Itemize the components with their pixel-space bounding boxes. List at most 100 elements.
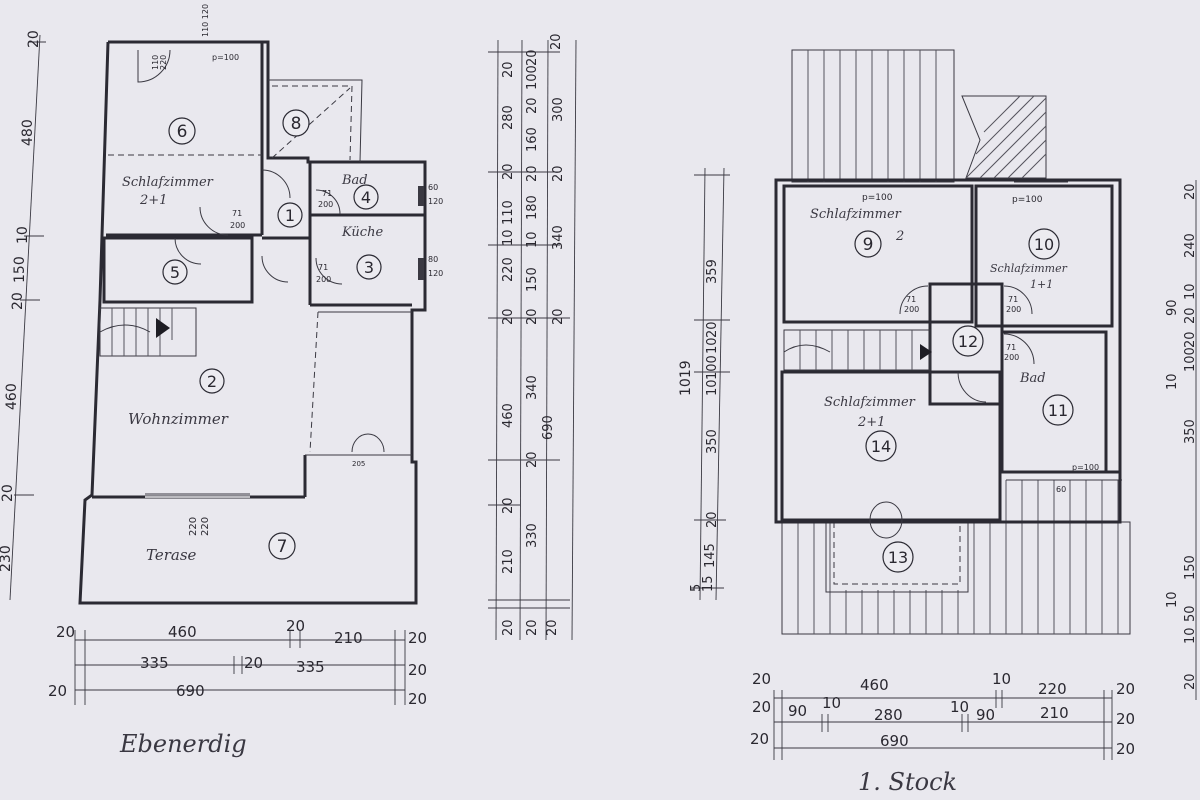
svg-text:10: 10 [705, 337, 720, 354]
svg-text:90: 90 [976, 706, 995, 724]
svg-text:20: 20 [525, 308, 540, 325]
svg-text:6: 6 [177, 122, 188, 142]
svg-text:20: 20 [408, 690, 427, 708]
svg-text:9: 9 [863, 235, 874, 255]
label-bad: Bad [341, 173, 368, 188]
svg-text:300: 300 [551, 97, 566, 122]
svg-text:200: 200 [230, 221, 245, 230]
svg-text:20: 20 [501, 497, 516, 514]
svg-text:20: 20 [408, 661, 427, 679]
label-wohnzimmer: Wohnzimmer [128, 410, 229, 428]
caption-ebenerdig: Ebenerdig [119, 730, 247, 758]
svg-text:20: 20 [1183, 331, 1198, 348]
svg-text:20: 20 [549, 33, 564, 50]
svg-text:220: 220 [188, 517, 199, 536]
svg-text:210: 210 [501, 549, 516, 574]
room-14-walls [780, 370, 1002, 522]
svg-text:14: 14 [871, 437, 891, 456]
svg-text:110 120: 110 120 [201, 4, 210, 37]
svg-text:8: 8 [291, 114, 302, 134]
svg-text:20: 20 [705, 511, 720, 528]
svg-text:460: 460 [4, 383, 20, 410]
svg-text:200: 200 [1004, 353, 1019, 362]
stair-arrow-icon [920, 344, 932, 360]
svg-text:12: 12 [958, 332, 978, 351]
ground-outer-wall [78, 40, 427, 605]
svg-text:2: 2 [207, 372, 217, 391]
svg-text:200: 200 [904, 305, 919, 314]
upper-floor-plan: Schlafzimmer 2 Schlafzimmer 1+1 Bad Schl… [774, 49, 1131, 635]
label-schlafzimmer-10-beds: 1+1 [1030, 278, 1053, 291]
svg-text:150: 150 [12, 256, 28, 283]
svg-text:20: 20 [501, 163, 516, 180]
svg-text:145: 145 [703, 543, 718, 568]
svg-text:p=100: p=100 [1012, 195, 1043, 205]
room-number-4: 4 [353, 184, 379, 210]
svg-text:p=100: p=100 [862, 193, 893, 203]
svg-text:20: 20 [26, 30, 42, 48]
svg-text:20: 20 [525, 49, 540, 66]
svg-text:10: 10 [1183, 283, 1198, 300]
svg-text:10: 10 [525, 231, 540, 248]
center-dimensions: 20 280 20 110 10 220 20 460 20 210 20 20… [488, 33, 577, 641]
svg-text:20: 20 [10, 292, 26, 310]
svg-text:200: 200 [1006, 305, 1021, 314]
svg-text:7: 7 [277, 537, 288, 557]
svg-text:5: 5 [689, 584, 704, 592]
room-9-walls [782, 184, 974, 324]
svg-text:359: 359 [705, 259, 720, 284]
svg-text:690: 690 [541, 415, 556, 440]
svg-text:10: 10 [15, 226, 31, 244]
svg-text:150: 150 [1183, 555, 1198, 580]
svg-text:100: 100 [1183, 347, 1198, 372]
svg-text:20: 20 [0, 484, 16, 502]
label-schlafzimmer-10: Schlafzimmer [990, 262, 1068, 275]
svg-text:335: 335 [140, 654, 169, 672]
svg-text:280: 280 [501, 105, 516, 130]
svg-text:280: 280 [874, 706, 903, 724]
svg-text:335: 335 [296, 658, 325, 676]
svg-text:460: 460 [860, 676, 889, 694]
svg-text:10: 10 [1034, 235, 1054, 254]
room-number-11: 11 [1042, 394, 1074, 426]
svg-text:150: 150 [525, 267, 540, 292]
svg-text:20: 20 [525, 165, 540, 182]
svg-text:20: 20 [501, 619, 516, 636]
svg-text:120: 120 [428, 269, 443, 278]
svg-text:210: 210 [334, 629, 363, 647]
svg-text:20: 20 [525, 451, 540, 468]
stair-arrow-icon [156, 318, 170, 338]
svg-text:220: 220 [501, 257, 516, 282]
svg-text:20: 20 [551, 165, 566, 182]
svg-text:460: 460 [168, 623, 197, 641]
svg-text:71: 71 [322, 189, 332, 198]
svg-text:20: 20 [244, 654, 263, 672]
room-5-walls [102, 236, 254, 304]
svg-text:220: 220 [159, 55, 168, 70]
svg-text:20: 20 [1116, 680, 1135, 698]
svg-text:10: 10 [950, 698, 969, 716]
label-terrasse: Terase [146, 546, 197, 564]
svg-text:p=100: p=100 [1072, 463, 1099, 472]
balcony-door-icon [869, 501, 903, 539]
svg-text:1: 1 [285, 206, 295, 225]
label-schlafzimmer-9: Schlafzimmer [810, 207, 902, 222]
svg-text:200: 200 [316, 275, 331, 284]
svg-text:20: 20 [1183, 183, 1198, 200]
svg-text:71: 71 [318, 263, 328, 272]
room-number-6: 6 [168, 117, 196, 145]
svg-text:230: 230 [0, 545, 14, 572]
svg-text:20: 20 [501, 61, 516, 78]
svg-text:10: 10 [1165, 373, 1180, 390]
upper-stairs [783, 329, 932, 371]
label-schlafzimmer-9-beds: 2 [895, 229, 904, 244]
room-number-2: 2 [199, 368, 225, 394]
window-icon [418, 186, 424, 206]
room-number-14: 14 [865, 430, 897, 462]
room-number-13: 13 [882, 541, 914, 573]
room-number-9: 9 [854, 230, 882, 258]
label-bad-upper: Bad [1019, 371, 1046, 386]
svg-text:4: 4 [361, 188, 371, 207]
svg-text:20: 20 [752, 698, 771, 716]
